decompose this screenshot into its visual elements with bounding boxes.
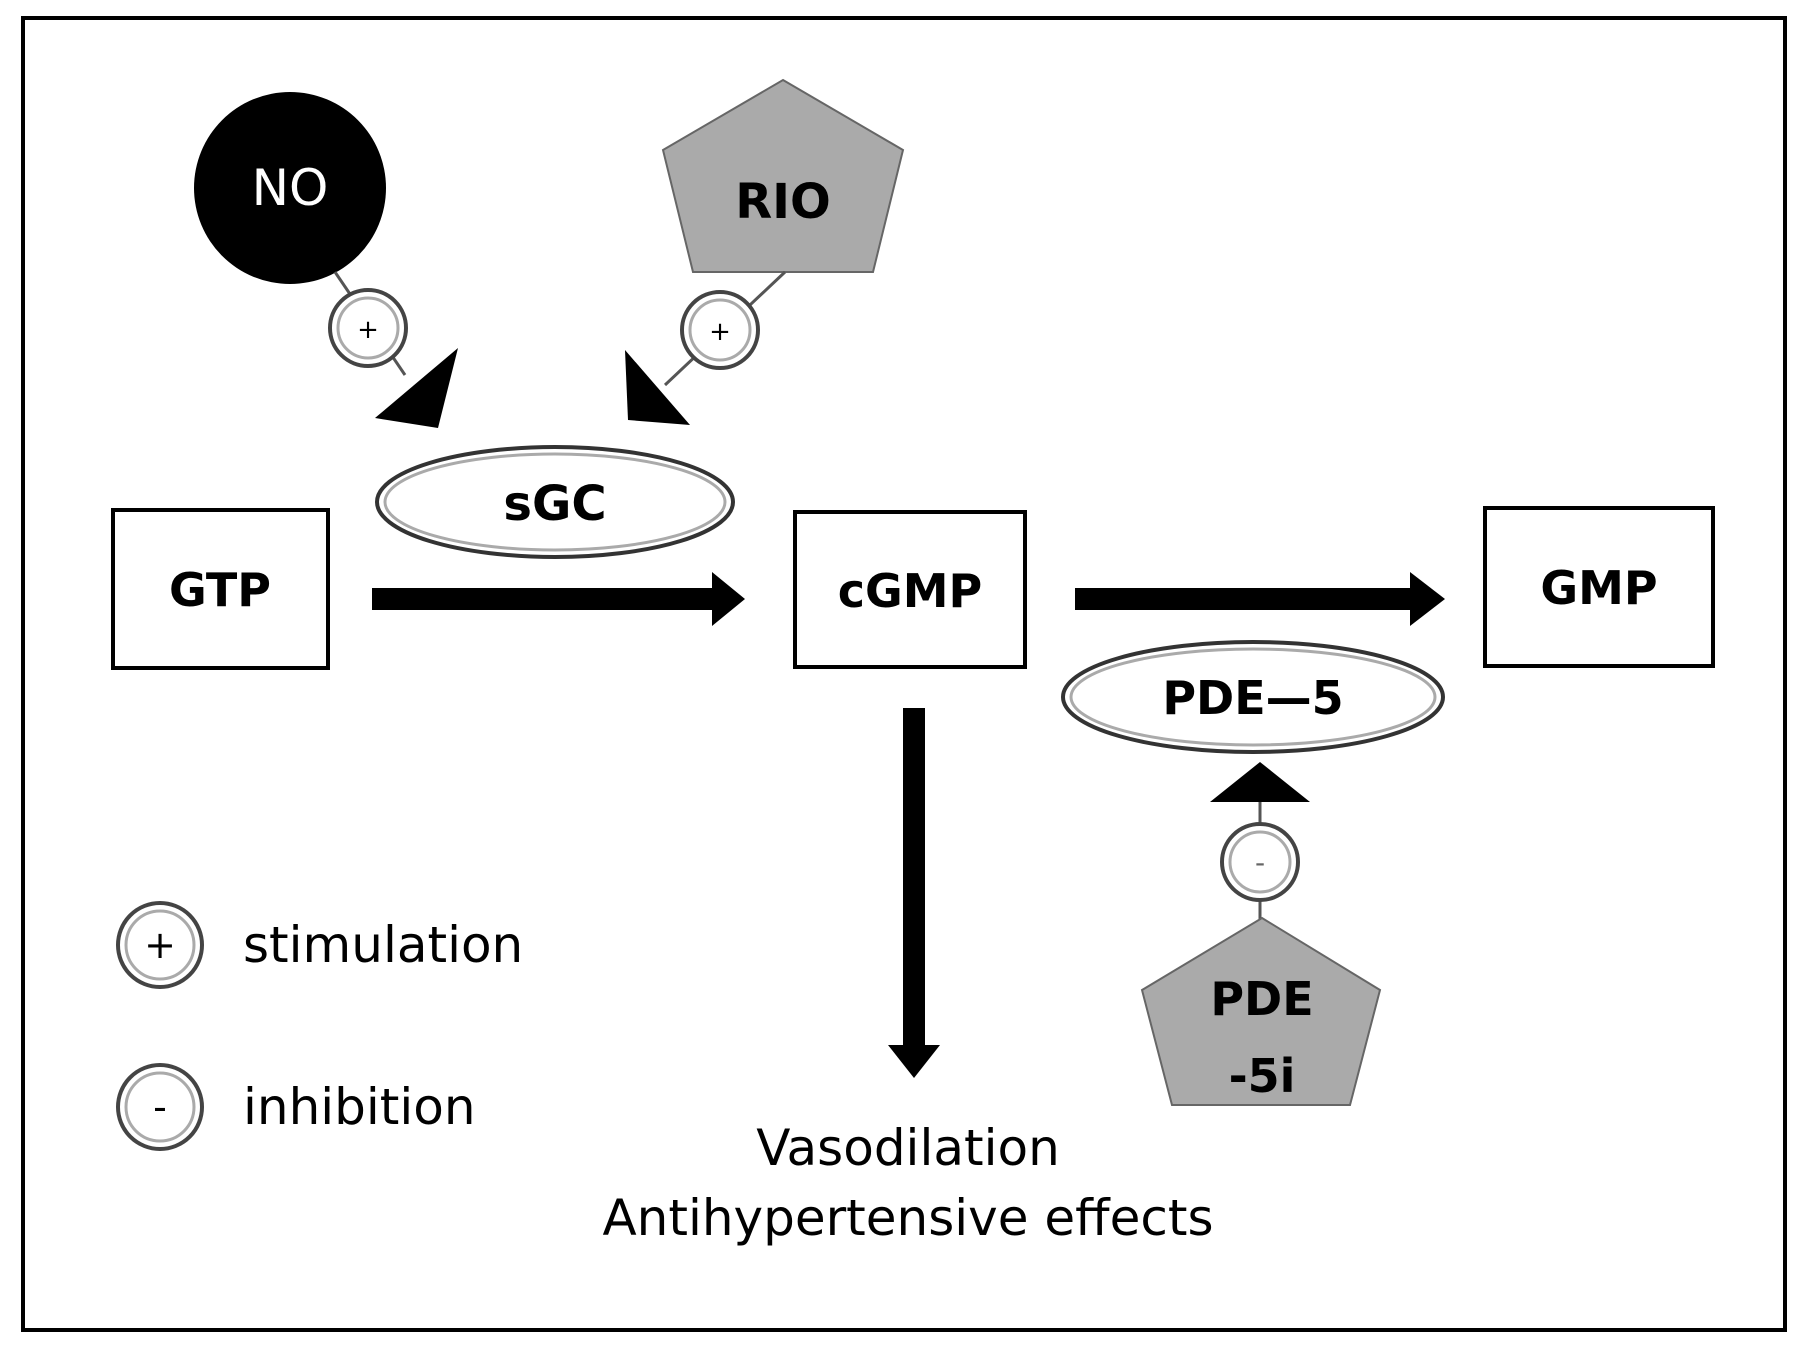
pde5i-pentagon (1140, 916, 1382, 1106)
cgmp-label: cGMP (838, 564, 983, 618)
pde5i-label-line2: -5i (1229, 1049, 1296, 1103)
rio-stimulation-ring: + (680, 290, 760, 370)
legend-stimulation-symbol: + (116, 901, 204, 989)
pde5-enzyme: PDE—5 (1061, 640, 1445, 754)
pde5i-label-line1: PDE (1210, 972, 1313, 1026)
pde5i-arrowhead (1210, 762, 1310, 802)
rio-arrowhead (625, 350, 690, 425)
effect-antihypertensive: Antihypertensive effects (602, 1189, 1213, 1247)
sgc-enzyme: sGC (375, 445, 735, 559)
effect-vasodilation: Vasodilation (756, 1119, 1060, 1177)
cgmp-to-effects-arrow (888, 708, 940, 1078)
gtp-node: GTP (111, 508, 330, 670)
no-node: NO (194, 92, 386, 284)
legend-minus-sign: - (153, 1085, 167, 1129)
legend-stimulation-label: stimulation (243, 916, 523, 974)
legend-inhibition-symbol: - (116, 1063, 204, 1151)
no-stimulation-ring: + (328, 288, 408, 368)
legend-plus-sign: + (144, 923, 176, 967)
cgmp-to-gmp-arrow (1075, 572, 1445, 626)
cgmp-node: cGMP (793, 510, 1027, 669)
sgc-label: sGC (503, 476, 606, 532)
no-arrowhead (375, 348, 458, 428)
gtp-label: GTP (169, 563, 271, 617)
legend: + stimulation - inhibition (116, 901, 523, 1151)
rio-node: RIO (661, 78, 905, 273)
gmp-node: GMP (1483, 506, 1715, 668)
rio-plus-sign: + (709, 317, 731, 347)
no-plus-sign: + (357, 315, 379, 345)
no-label: NO (252, 159, 329, 217)
gmp-label: GMP (1540, 561, 1657, 615)
rio-label: RIO (735, 174, 831, 230)
pde5-label: PDE—5 (1162, 671, 1343, 725)
pde5i-node: PDE -5i (1140, 916, 1382, 1106)
legend-inhibition-label: inhibition (243, 1078, 476, 1136)
pde5i-minus-sign: - (1255, 846, 1265, 879)
no-circle (194, 92, 386, 284)
pde5i-inhibition-ring: - (1220, 822, 1300, 902)
gtp-to-cgmp-arrow (372, 572, 745, 626)
